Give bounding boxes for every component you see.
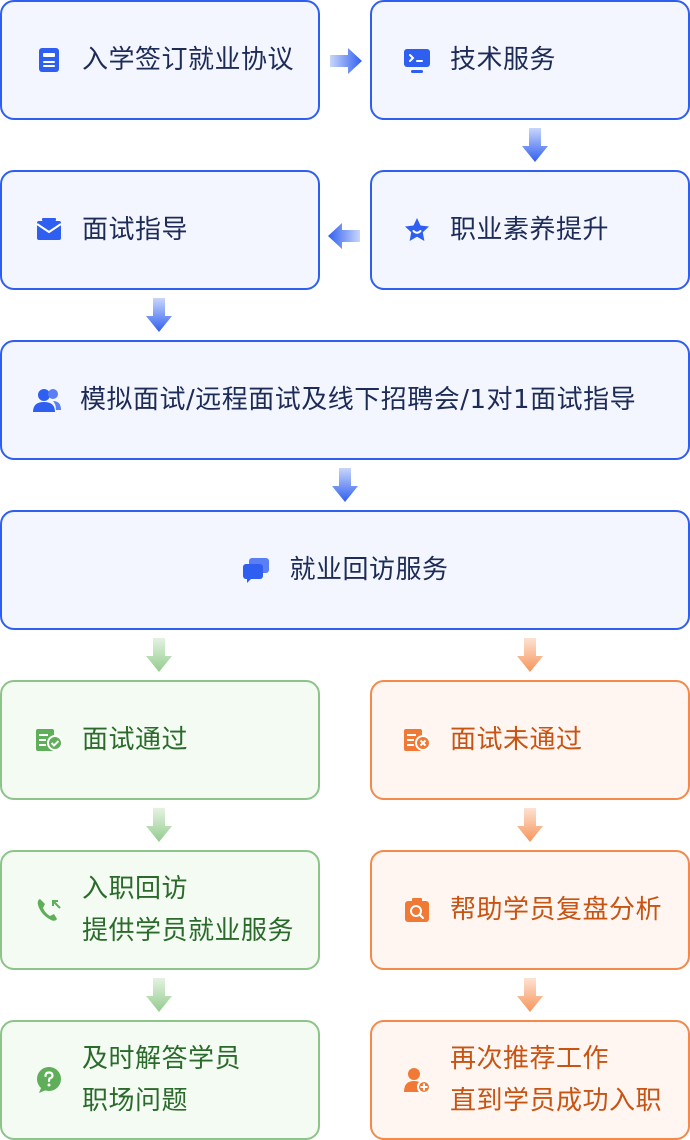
step-workplace-questions: 及时解答学员 职场问题 xyxy=(0,1020,320,1140)
step-sign-employment-agreement: 入学签订就业协议 xyxy=(0,0,320,120)
step-label-line-2: 提供学员就业服务 xyxy=(82,916,295,946)
step-label-line-2: 直到学员成功入职 xyxy=(450,1086,663,1116)
step-interview-passed: 面试通过 xyxy=(0,680,320,800)
document-check-icon xyxy=(36,729,63,751)
step-label: 入学签订就业协议 xyxy=(82,45,295,75)
arrow-down-icon xyxy=(517,808,543,842)
step-technical-service: 技术服务 xyxy=(370,0,690,120)
phone-return-icon xyxy=(37,899,61,921)
step-label: 职业素养提升 xyxy=(450,215,610,245)
step-label-line-1: 再次推荐工作 xyxy=(450,1044,610,1074)
step-interview-failed: 面试未通过 xyxy=(370,680,690,800)
document-cross-icon xyxy=(404,729,431,751)
envelope-icon xyxy=(36,218,62,240)
arrow-right-icon xyxy=(330,48,362,74)
user-add-icon xyxy=(404,1068,431,1094)
step-label: 面试指导 xyxy=(82,215,189,245)
step-label: 帮助学员复盘分析 xyxy=(450,895,663,925)
users-icon xyxy=(33,389,61,412)
step-label: 技术服务 xyxy=(450,45,557,75)
arrow-down-icon xyxy=(517,978,543,1012)
step-review-analysis: 帮助学员复盘分析 xyxy=(370,850,690,970)
arrow-left-icon xyxy=(328,223,360,249)
step-onboarding-follow-up: 入职回访 提供学员就业服务 xyxy=(0,850,320,970)
step-label: 就业回访服务 xyxy=(289,555,449,585)
arrow-down-icon xyxy=(146,808,172,842)
terminal-icon xyxy=(404,49,430,73)
arrow-down-icon xyxy=(146,298,172,332)
id-card-icon xyxy=(39,48,59,72)
step-mock-interview: 模拟面试/远程面试及线下招聘会/1对1面试指导 xyxy=(0,340,690,460)
arrow-down-icon xyxy=(146,638,172,672)
arrow-down-icon xyxy=(146,978,172,1012)
arrow-down-icon xyxy=(332,468,358,502)
step-label: 面试通过 xyxy=(82,725,189,755)
star-badge-icon xyxy=(405,218,429,241)
camera-search-icon xyxy=(405,898,429,922)
question-bubble-icon xyxy=(37,1067,61,1093)
step-label-line-2: 职场问题 xyxy=(82,1086,189,1116)
step-recommend-again: 再次推荐工作 直到学员成功入职 xyxy=(370,1020,690,1140)
chat-bubbles-icon xyxy=(243,558,270,583)
step-label: 面试未通过 xyxy=(450,725,583,755)
step-label: 模拟面试/远程面试及线下招聘会/1对1面试指导 xyxy=(80,385,637,415)
step-employment-follow-up: 就业回访服务 xyxy=(0,510,690,630)
arrow-down-icon xyxy=(517,638,543,672)
step-interview-guidance: 面试指导 xyxy=(0,170,320,290)
step-label-line-1: 入职回访 xyxy=(82,874,189,904)
step-professional-quality: 职业素养提升 xyxy=(370,170,690,290)
step-label-line-1: 及时解答学员 xyxy=(82,1044,242,1074)
arrow-down-icon xyxy=(522,128,548,162)
